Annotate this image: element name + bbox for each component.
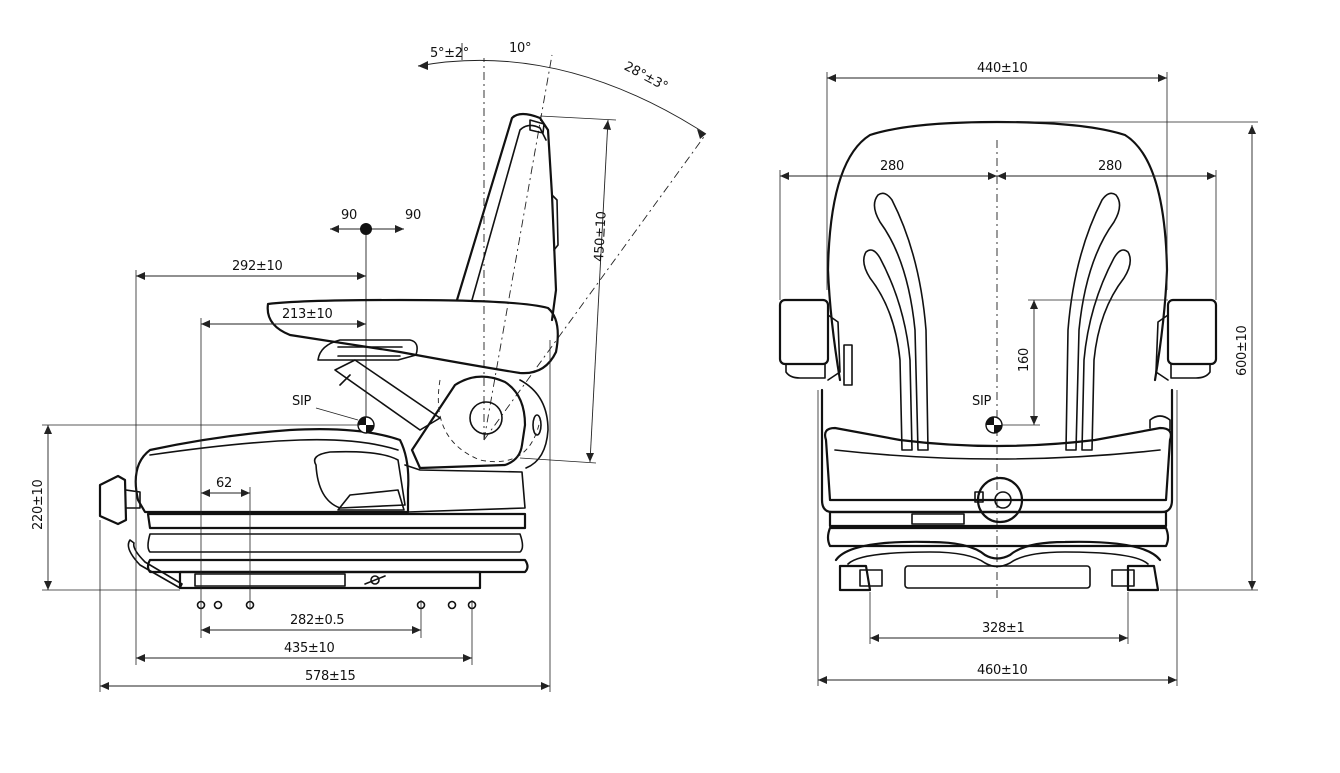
suspension-base-side bbox=[127, 512, 529, 590]
recline-rear-label: 5°±2° bbox=[430, 46, 469, 61]
sip-offset-right: 90 bbox=[405, 208, 421, 223]
seat-height-dim: 220±10 bbox=[31, 480, 46, 530]
armrest-left-front bbox=[778, 298, 853, 386]
half-width-right-dim: 280 bbox=[1098, 159, 1122, 174]
seat-cushion-side bbox=[134, 416, 526, 514]
overall-depth-dim: 578±15 bbox=[305, 669, 355, 684]
sip-label-side: SIP bbox=[292, 394, 311, 409]
side-dimension-lines bbox=[42, 115, 617, 692]
weight-dial-front bbox=[974, 476, 1024, 524]
backrest-width-dim: 440±10 bbox=[977, 61, 1027, 76]
rail-holes bbox=[196, 600, 477, 610]
sip-label-front: SIP bbox=[972, 394, 991, 409]
overall-width-dim: 460±10 bbox=[977, 663, 1027, 678]
recline-front-label: 10° bbox=[509, 41, 531, 56]
slide-mount-dim: 435±10 bbox=[284, 641, 334, 656]
backrest-side bbox=[455, 112, 559, 322]
rail-holes-dim: 282±0.5 bbox=[290, 613, 344, 628]
backrest-pivot bbox=[334, 359, 549, 470]
mount-width-dim: 328±1 bbox=[982, 621, 1025, 636]
armrest-to-sip-dim: 292±10 bbox=[232, 259, 282, 274]
half-width-left-dim: 280 bbox=[880, 159, 904, 174]
sip-height-dim: 160 bbox=[1017, 348, 1032, 372]
armrest-front-dim: 213±10 bbox=[282, 307, 332, 322]
armrest-right-front bbox=[1155, 298, 1218, 381]
weight-adjust-knob bbox=[98, 474, 141, 526]
sip-adjust-marker bbox=[330, 223, 404, 420]
suspension-base-front bbox=[826, 510, 1170, 592]
sip-offset-left: 90 bbox=[341, 208, 357, 223]
side-view: 5°±2° 10° 28°±3° 90 90 bbox=[31, 41, 707, 692]
front-view: SIP bbox=[778, 61, 1258, 686]
overall-height-dim: 600±10 bbox=[1235, 326, 1250, 376]
backrest-height-dim: 450±10 bbox=[592, 211, 610, 262]
armrest-side bbox=[266, 298, 559, 375]
front-dimension-lines bbox=[779, 72, 1258, 686]
backrest-range-label: 28°±3° bbox=[621, 59, 669, 94]
hole-offset-dim: 62 bbox=[216, 476, 232, 491]
